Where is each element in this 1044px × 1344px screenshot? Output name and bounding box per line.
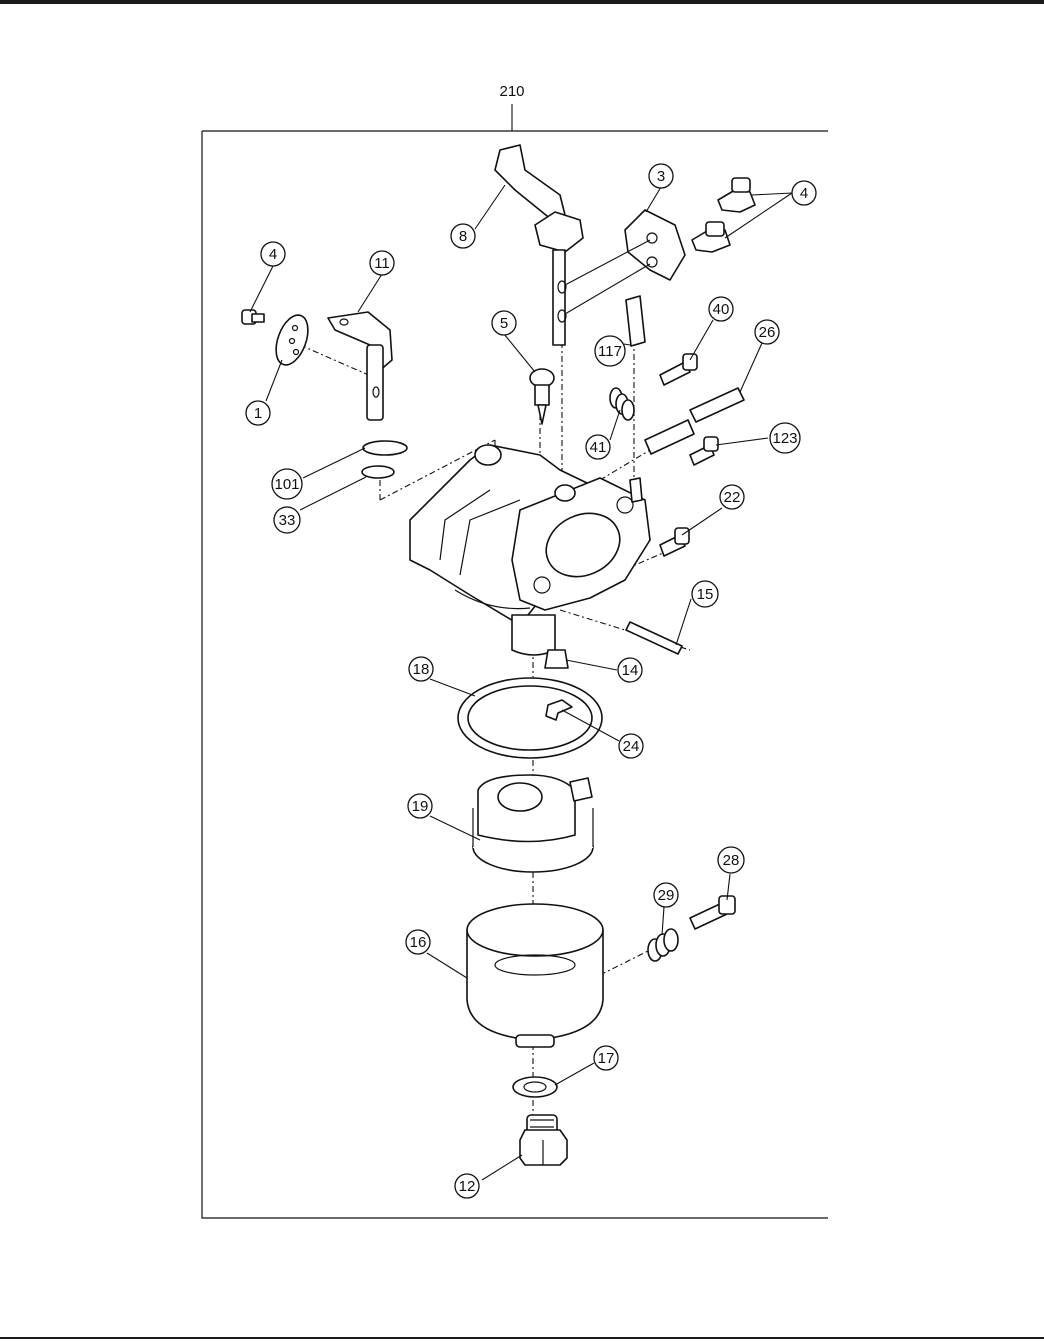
part-29-spring xyxy=(647,928,679,962)
assembly-frame xyxy=(201,130,828,1219)
svg-text:117: 117 xyxy=(598,343,622,360)
callout-1: 1 xyxy=(245,400,271,426)
svg-text:28: 28 xyxy=(723,852,740,869)
callout-bubbles: 8 3 4 4 11 5 117 40 26 1 41 123 101 33 2… xyxy=(245,163,817,1199)
svg-text:123: 123 xyxy=(772,430,797,447)
part-26-tube xyxy=(644,387,745,455)
part-11-shaft xyxy=(327,311,393,421)
callout-22: 22 xyxy=(719,484,745,510)
callout-101: 101 xyxy=(271,468,303,500)
callout-14: 14 xyxy=(617,657,643,683)
callout-117: 117 xyxy=(594,335,626,367)
carburetor-body xyxy=(409,444,651,656)
svg-text:19: 19 xyxy=(412,798,429,815)
callout-5: 5 xyxy=(491,310,517,336)
part-1-disk xyxy=(241,309,309,366)
part-28-screw xyxy=(689,895,736,930)
callout-11: 11 xyxy=(369,250,395,276)
top-rule xyxy=(0,0,1044,4)
svg-text:40: 40 xyxy=(713,301,730,318)
callout-19: 19 xyxy=(407,793,433,819)
part-117-sleeve xyxy=(625,295,646,347)
part-41-spring xyxy=(609,387,635,421)
part-18-gasket xyxy=(457,677,603,759)
callout-16: 16 xyxy=(405,929,431,955)
svg-text:1: 1 xyxy=(254,405,262,422)
part-17-washer xyxy=(512,1076,558,1098)
svg-text:15: 15 xyxy=(697,586,714,603)
part-8-lever xyxy=(494,144,584,346)
callout-12: 12 xyxy=(454,1173,480,1199)
part-123-screw xyxy=(689,436,719,466)
svg-text:4: 4 xyxy=(800,185,808,202)
callout-28: 28 xyxy=(717,846,745,874)
callout-29: 29 xyxy=(653,882,679,908)
part-22-screw xyxy=(659,527,690,557)
callout-123: 123 xyxy=(769,422,801,454)
svg-text:33: 33 xyxy=(279,512,296,529)
svg-text:11: 11 xyxy=(374,255,390,272)
callout-26: 26 xyxy=(754,319,780,345)
part-33-ring xyxy=(361,465,395,479)
callout-3: 3 xyxy=(648,163,674,189)
svg-text:29: 29 xyxy=(658,887,675,904)
svg-text:12: 12 xyxy=(459,1178,476,1195)
part-14-jet xyxy=(544,649,569,669)
svg-text:24: 24 xyxy=(623,738,640,755)
part-19-float xyxy=(472,774,594,873)
svg-text:14: 14 xyxy=(622,662,639,679)
svg-text:16: 16 xyxy=(410,934,427,951)
callout-24: 24 xyxy=(618,733,644,759)
svg-text:18: 18 xyxy=(413,661,430,678)
part-5-needle xyxy=(529,368,555,425)
svg-text:41: 41 xyxy=(590,439,607,456)
callout-8: 8 xyxy=(450,223,476,249)
svg-text:3: 3 xyxy=(657,168,665,185)
part-4-screws xyxy=(691,177,756,253)
part-40-screw xyxy=(659,353,698,386)
callout-4-left: 4 xyxy=(260,241,286,267)
part-24-clip xyxy=(545,699,573,721)
assembly-number: 210 xyxy=(499,83,524,100)
svg-text:26: 26 xyxy=(759,324,776,341)
part-15-pin xyxy=(625,621,683,655)
svg-text:4: 4 xyxy=(269,246,277,263)
callout-41: 41 xyxy=(585,434,611,460)
callout-15: 15 xyxy=(691,580,719,608)
callout-4-top-right: 4 xyxy=(791,180,817,206)
leader-lines xyxy=(249,184,793,1181)
part-16-bowl xyxy=(466,903,604,1048)
part-101-oring xyxy=(362,440,408,456)
callout-18: 18 xyxy=(408,656,434,682)
svg-text:8: 8 xyxy=(459,228,467,245)
callout-33: 33 xyxy=(273,506,301,534)
callout-40: 40 xyxy=(708,296,734,322)
part-3-plate xyxy=(564,209,686,315)
svg-text:17: 17 xyxy=(598,1050,615,1067)
svg-text:5: 5 xyxy=(500,315,508,332)
bottom-rule xyxy=(0,1337,1044,1339)
svg-text:22: 22 xyxy=(724,489,741,506)
callout-17: 17 xyxy=(593,1045,619,1071)
part-12-bolt xyxy=(519,1114,568,1166)
svg-text:101: 101 xyxy=(274,476,299,493)
